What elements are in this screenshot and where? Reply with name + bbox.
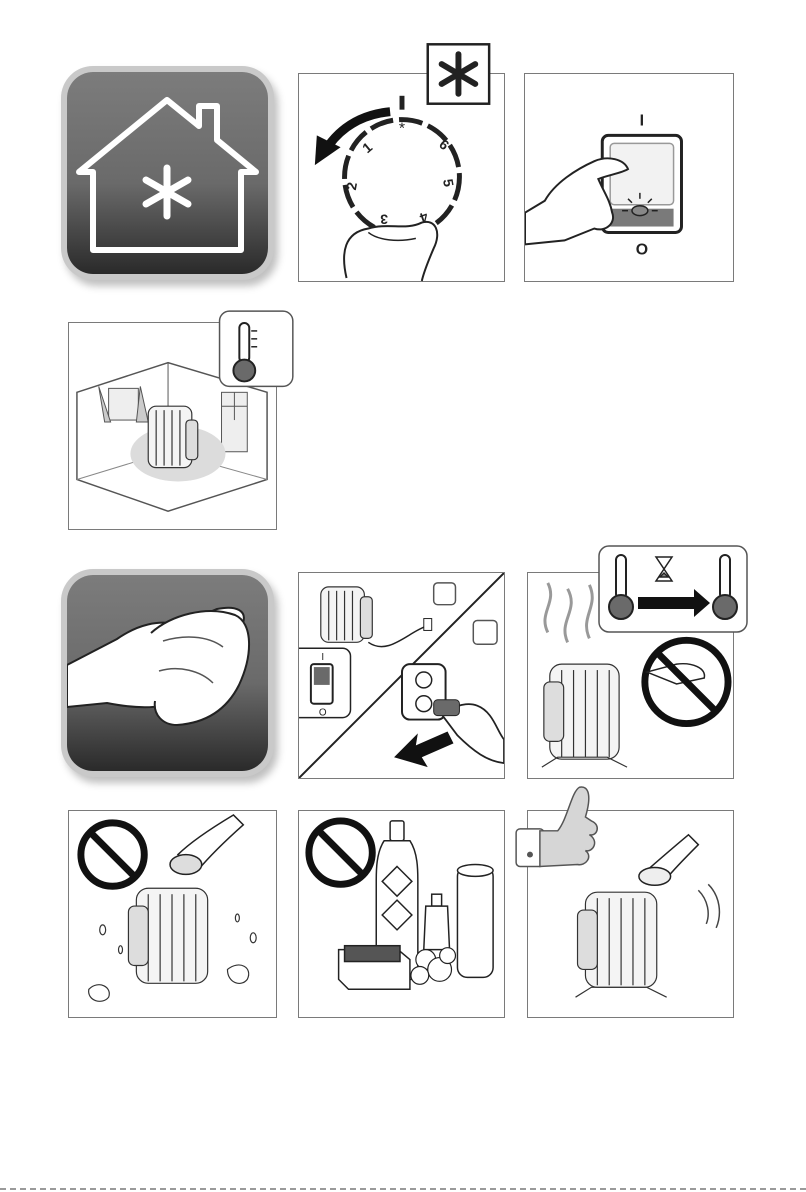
dry-cloth-panel <box>527 810 734 1018</box>
cleaning-tile <box>67 575 268 771</box>
thumbs-up-icon <box>540 787 597 866</box>
dial-frost-mark: * <box>399 120 405 137</box>
hand-cloth-icon <box>67 575 268 771</box>
indicator-light <box>632 206 648 216</box>
unplug-panel: I O <box>298 572 505 779</box>
prohibition-icon <box>81 823 144 886</box>
prohibition-icon <box>309 821 372 884</box>
spray-can-icon <box>457 864 493 977</box>
unplug-off-bottom: O <box>319 708 327 719</box>
switch-off-label: O <box>636 241 648 258</box>
heater-icon <box>321 587 372 642</box>
switch-on-label: I <box>640 113 644 130</box>
granules-icon <box>411 948 456 985</box>
dial-panel: * 1 2 3 4 5 6 <box>298 73 505 282</box>
room-panel <box>68 322 277 530</box>
heater-icon <box>576 892 667 997</box>
step-box-2 <box>473 621 497 645</box>
house-snowflake-icon <box>67 72 268 274</box>
pull-arrow <box>394 731 453 767</box>
no-chemicals-panel <box>298 810 505 1018</box>
cool-down-badge <box>598 545 748 633</box>
cut-line <box>0 1188 806 1190</box>
frost-mode-tile <box>67 72 268 274</box>
wet-cloth <box>170 855 202 875</box>
dry-cloth <box>639 867 671 885</box>
step-box-1 <box>434 583 456 605</box>
prohibition-icon <box>645 640 728 723</box>
heater-icon <box>542 664 627 767</box>
switch-panel: I O <box>524 73 734 282</box>
powder-box-icon <box>339 946 410 990</box>
heater-icon <box>148 406 198 467</box>
no-water-panel <box>68 810 277 1018</box>
hand-icon <box>344 222 437 281</box>
small-bottle-icon <box>424 894 450 949</box>
heater-icon <box>128 888 207 983</box>
unplug-off-top: I <box>321 652 324 663</box>
